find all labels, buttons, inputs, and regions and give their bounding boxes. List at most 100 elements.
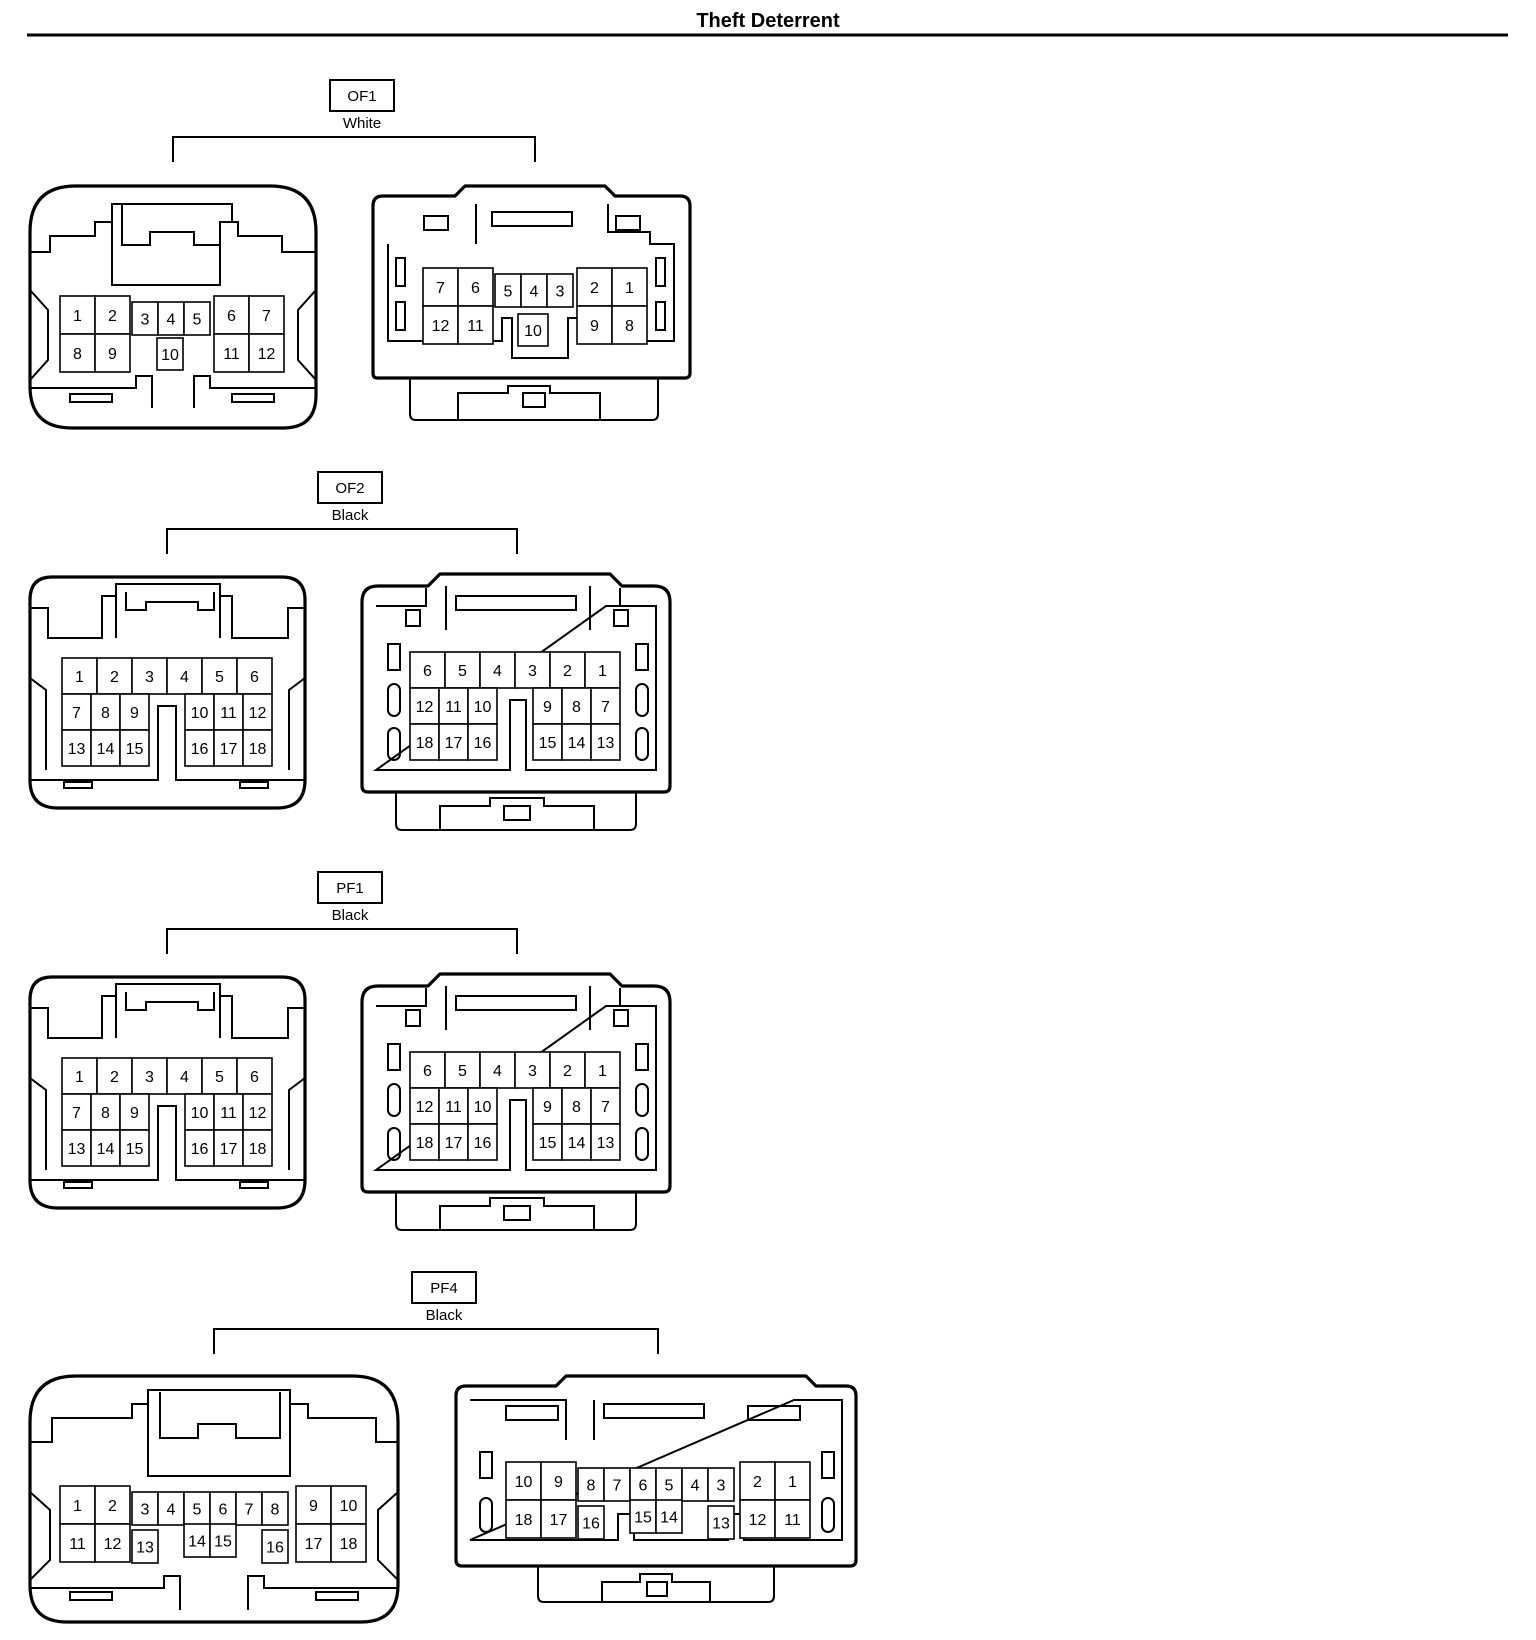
pin-cavity: 13: [590, 723, 621, 761]
pin-cavity-box: [590, 1087, 621, 1125]
pin-cavity-box: [59, 295, 96, 335]
pin-cavity: 4: [157, 301, 185, 336]
pin-number: 10: [340, 1498, 358, 1515]
pin-cavity: 10: [184, 1093, 215, 1131]
pin-number: 4: [167, 312, 176, 329]
pin-cavity-box: [444, 651, 481, 689]
pin-cavity-box: [90, 1129, 121, 1167]
pin-cavity: 5: [444, 651, 481, 689]
pin-cavity: 14: [90, 729, 121, 767]
pin-number: 6: [423, 1063, 432, 1080]
pin-cavity: 3: [131, 1057, 168, 1095]
pin-number: 11: [445, 699, 462, 716]
pin-cavity: 18: [330, 1523, 367, 1563]
pin-cavity-box: [209, 1523, 237, 1558]
pin-cavity: 4: [157, 1491, 185, 1526]
pin-cavity: 5: [183, 1491, 211, 1526]
pin-cavity: 7: [422, 267, 459, 307]
pin-number: 14: [97, 741, 115, 758]
pin-number: 10: [474, 1099, 492, 1116]
pin-cavity-box: [94, 1485, 131, 1525]
pin-number: 9: [543, 1099, 552, 1116]
pin-cavity-box: [590, 723, 621, 761]
pin-number: 9: [130, 1105, 139, 1122]
pin-cavity: 16: [184, 1129, 215, 1167]
pin-number: 13: [68, 741, 86, 758]
pin-cavity: 11: [213, 1093, 244, 1131]
pin-number: 8: [587, 1478, 596, 1495]
pin-number: 13: [136, 1540, 154, 1557]
pin-cavity: 16: [467, 723, 498, 761]
pin-number: 1: [788, 1474, 797, 1491]
pin-cavity: 2: [96, 1057, 133, 1095]
pin-number: 11: [220, 705, 237, 722]
pin-number: 1: [625, 280, 634, 297]
pin-number: 12: [104, 1536, 122, 1553]
connector-color: White: [343, 115, 381, 132]
pin-cavity: 12: [242, 1093, 273, 1131]
pin-cavity: 15: [532, 723, 563, 761]
pin-number: 2: [108, 1498, 117, 1515]
pin-cavity-box: [61, 729, 92, 767]
pin-cavity: 10: [184, 693, 215, 731]
pin-cavity: 9: [119, 1093, 150, 1131]
pin-cavity-box: [409, 723, 440, 761]
pin-number: 10: [515, 1474, 533, 1491]
pin-cavity: 9: [576, 305, 613, 345]
pin-cavity: 1: [611, 267, 648, 307]
pin-number: 4: [493, 1063, 502, 1080]
pin-cavity: 11: [457, 305, 494, 345]
pin-number: 5: [458, 663, 467, 680]
pin-cavity-box: [59, 1485, 96, 1525]
pin-cavity: 1: [59, 295, 96, 335]
pin-cavity-box: [457, 305, 494, 345]
pin-number: 3: [145, 669, 154, 686]
pin-number: 12: [432, 318, 450, 335]
pin-cavity: 4: [166, 657, 203, 695]
pin-cavity-box: [561, 1123, 592, 1161]
pin-cavity: 4: [166, 1057, 203, 1095]
pin-number: 3: [141, 312, 150, 329]
pin-number: 5: [193, 312, 202, 329]
pin-cavity-box: [467, 723, 498, 761]
pin-number: 2: [753, 1474, 762, 1491]
pin-cavity: 5: [183, 301, 211, 336]
pin-cavity-box: [467, 687, 498, 725]
pin-cavity: 14: [655, 1499, 683, 1534]
pin-cavity-box: [576, 305, 613, 345]
pin-number: 5: [458, 1063, 467, 1080]
pin-cavity-box: [330, 1523, 367, 1563]
pin-cavity-box: [514, 651, 551, 689]
pin-number: 9: [309, 1498, 318, 1515]
pin-cavity: 11: [438, 687, 469, 725]
housing-left: [28, 975, 307, 1210]
pin-cavity-box: [213, 1093, 244, 1131]
pin-number: 17: [550, 1512, 568, 1529]
pin-cavity-box: [248, 333, 285, 373]
pin-cavity-box: [774, 1499, 811, 1539]
pin-number: 1: [75, 1069, 84, 1086]
pin-number: 7: [262, 308, 271, 325]
pin-cavity: 17: [438, 723, 469, 761]
pin-number: 14: [568, 1135, 586, 1152]
pin-number: 14: [188, 1534, 206, 1551]
pin-number: 4: [180, 669, 189, 686]
pin-number: 7: [601, 699, 610, 716]
pin-number: 7: [72, 705, 81, 722]
housing-left: [28, 1374, 400, 1624]
connector-bracket: [172, 136, 536, 162]
pin-cavity: 8: [611, 305, 648, 345]
page-title: Theft Deterrent: [696, 10, 840, 32]
pin-cavity-box: [546, 273, 574, 308]
pin-number: 11: [220, 1105, 237, 1122]
pin-number: 16: [191, 741, 209, 758]
pin-cavity: 10: [517, 313, 549, 347]
pin-cavity: 14: [183, 1523, 211, 1558]
connector-bracket: [166, 528, 518, 554]
pin-cavity: 8: [561, 1087, 592, 1125]
connector-code-box: [411, 1271, 477, 1304]
pin-number: 8: [271, 1502, 280, 1519]
pin-number: 4: [691, 1478, 700, 1495]
